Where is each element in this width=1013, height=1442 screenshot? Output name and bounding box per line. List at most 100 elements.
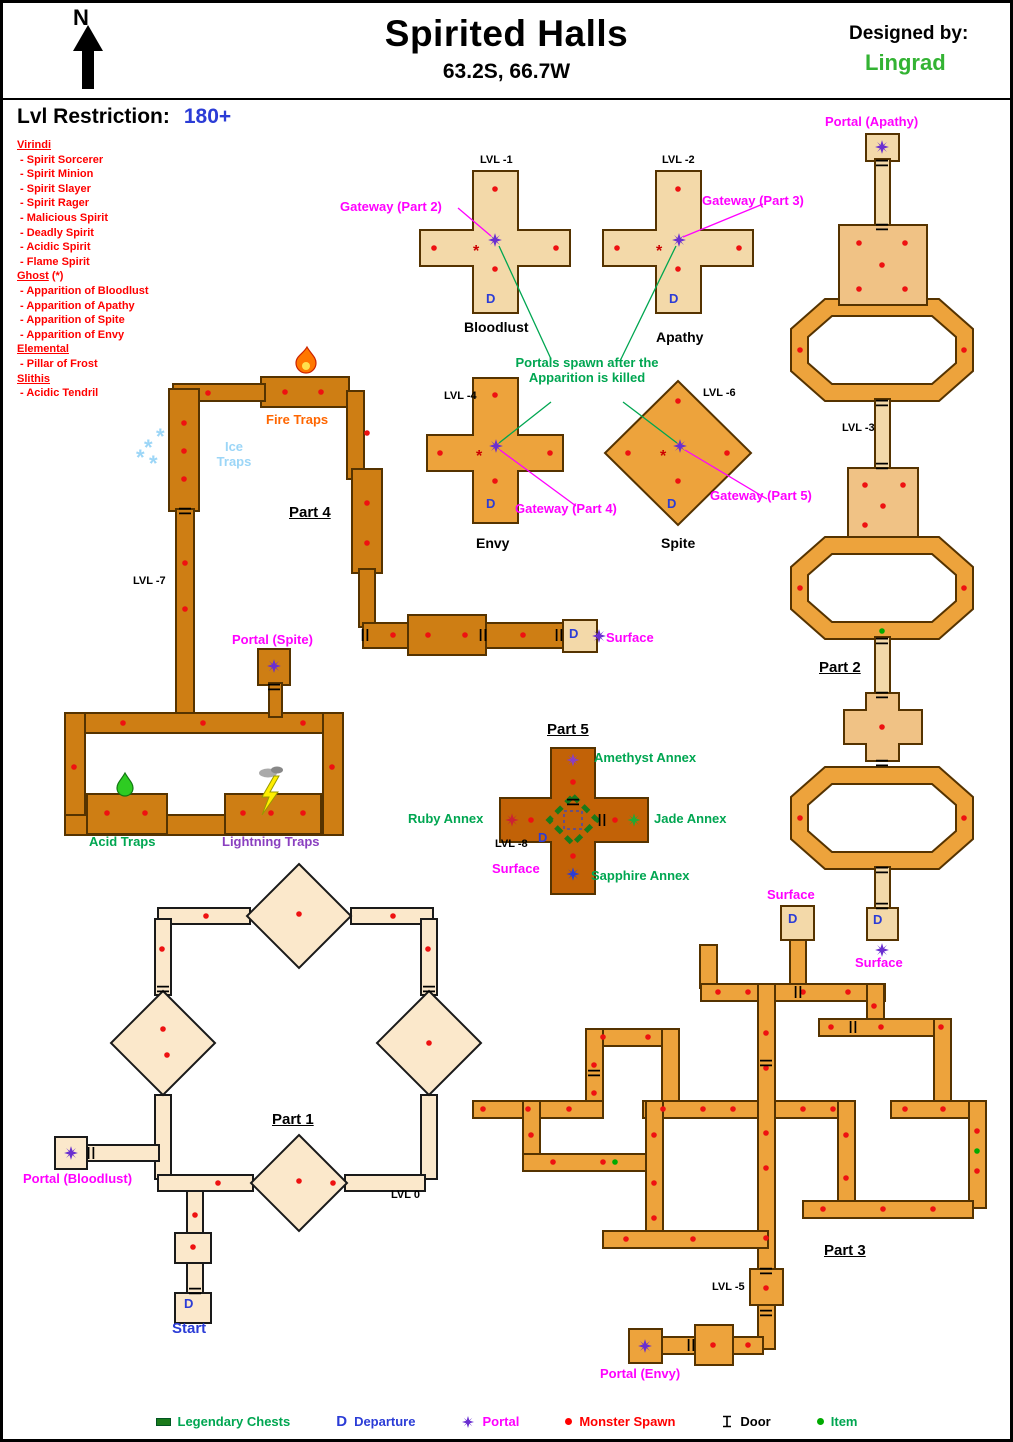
amethyst-annex-label: Amethyst Annex	[594, 750, 697, 765]
svg-text:*: *	[149, 451, 158, 476]
gateway-lines	[457, 203, 768, 507]
lvl-minus3-label: LVL -3	[842, 422, 875, 434]
gateway-part3-label: Gateway (Part 3)	[702, 193, 804, 208]
designed-by-label: Designed by:	[849, 23, 969, 44]
legend-label: Item	[830, 1414, 858, 1429]
surface-part2-label: Surface	[855, 955, 903, 970]
lightning-trap-icon	[259, 766, 283, 816]
lvl-minus7-label: LVL -7	[133, 575, 166, 587]
ruby-annex-label: Ruby Annex	[408, 811, 484, 826]
departure-marker: D	[667, 496, 677, 511]
fire-trap-icon	[295, 345, 317, 374]
item-dots	[612, 628, 980, 1165]
apparition-rooms	[419, 170, 754, 527]
lvl-0-label: LVL 0	[391, 1189, 420, 1201]
part5-label: Part 5	[547, 721, 589, 738]
legend-departure: D Departure	[336, 1413, 415, 1430]
monster-spawn-dots	[71, 186, 980, 1348]
legend-label: Portal	[482, 1414, 520, 1429]
departure-marker: D	[669, 291, 679, 306]
monster-spawn-icon	[565, 1418, 573, 1425]
lvl-minus1-label: LVL -1	[480, 154, 513, 166]
item-icon	[816, 1418, 824, 1425]
ghost-spawn-marker: *	[476, 448, 483, 465]
part3-label: Part 3	[824, 1242, 866, 1259]
room-bloodlust-label: Bloodlust	[464, 319, 529, 335]
ghost-suffix: (*)	[51, 270, 64, 283]
jade-annex-label: Jade Annex	[654, 811, 727, 826]
legend-label: Door	[740, 1414, 771, 1429]
creature-item: Flame Spirit	[17, 255, 212, 270]
legend-label: Legendary Chests	[177, 1414, 291, 1429]
designer-name: Lingrad	[865, 50, 946, 75]
acid-trap-icon	[116, 771, 134, 797]
creature-group-name: Ghost	[17, 270, 49, 283]
gateway-part4-label: Gateway (Part 4)	[515, 501, 617, 516]
part5-map	[499, 747, 649, 895]
legend-door: Door	[721, 1414, 771, 1429]
creature-group: Virindi	[17, 138, 212, 153]
svg-text:*: *	[144, 435, 153, 460]
gateway-part2-label: Gateway (Part 2)	[340, 199, 442, 214]
legend-portal: Portal	[461, 1414, 519, 1429]
svg-text:*: *	[156, 424, 165, 449]
departure-marker: D	[486, 291, 496, 306]
lvl-minus4-label: LVL -4	[444, 390, 477, 402]
departure-marker: D	[873, 912, 883, 927]
creature-item: Malicious Spirit	[17, 211, 212, 226]
creature-item: Spirit Sorcerer	[17, 153, 212, 168]
ghost-spawn-marker: *	[660, 448, 667, 465]
ghost-spawn-marker: *	[473, 243, 480, 260]
portal-envy-label: Portal (Envy)	[600, 1366, 681, 1381]
fire-traps-label: Fire Traps	[266, 412, 329, 427]
creature-item: Apparition of Spite	[17, 313, 212, 328]
legendary-chest-marks	[545, 792, 601, 848]
ghost-spawn-marker: *	[656, 243, 663, 260]
lvl-minus2-label: LVL -2	[662, 154, 695, 166]
level-restriction-value: 180+	[183, 105, 232, 128]
creature-list: Virindi Spirit Sorcerer Spirit Minion Sp…	[17, 138, 212, 401]
part2-label: Part 2	[819, 659, 861, 676]
ice-trap-icons: ****	[136, 424, 165, 476]
portal-bloodlust-label: Portal (Bloodlust)	[23, 1171, 133, 1186]
lvl-minus6-label: LVL -6	[703, 387, 736, 399]
portal-apathy-label: Portal (Apathy)	[825, 114, 919, 129]
creature-item: Acidic Tendril	[17, 386, 212, 401]
part1-map	[54, 862, 483, 1324]
room-spite-label: Spite	[661, 535, 696, 551]
lightning-traps-label: Lightning Traps	[222, 834, 320, 849]
surface-part4-label: Surface	[606, 630, 654, 645]
creature-item: Apparition of Envy	[17, 328, 212, 343]
level-restriction-label: Lvl Restriction:	[17, 105, 170, 128]
ice-traps-label: Ice Traps	[216, 439, 252, 469]
creature-group-name: Virindi	[17, 139, 52, 151]
legend-item: Item	[816, 1414, 858, 1429]
legend: Legendary Chests D Departure Portal Mons…	[3, 1413, 1010, 1430]
part4-label: Part 4	[289, 504, 331, 521]
creature-item: Pillar of Frost	[17, 357, 212, 372]
portal-icon	[462, 1415, 475, 1428]
part2-map	[790, 133, 974, 941]
part1-label: Part 1	[272, 1111, 314, 1128]
creature-group: Elemental	[17, 342, 212, 357]
portal-spite-label: Portal (Spite)	[232, 632, 313, 647]
door-icon	[723, 1415, 732, 1428]
legend-label: Departure	[354, 1414, 416, 1429]
gateway-part5-label: Gateway (Part 5)	[710, 488, 812, 503]
start-label: Start	[172, 1320, 207, 1337]
page-title: Spirited Halls	[384, 13, 629, 54]
part4-map	[64, 376, 598, 836]
departure-marker: D	[486, 496, 496, 511]
acid-traps-label: Acid Traps	[89, 834, 156, 849]
creature-item: Spirit Slayer	[17, 182, 212, 197]
lvl-minus5-label: LVL -5	[712, 1281, 745, 1293]
room-apathy-label: Apathy	[656, 329, 704, 345]
creature-item: Apparition of Bloodlust	[17, 284, 212, 299]
departure-marker: D	[538, 830, 548, 845]
sapphire-annex-label: Sapphire Annex	[591, 868, 690, 883]
legendary-chest-icon	[155, 1417, 171, 1426]
creature-group: Ghost (*)	[17, 269, 212, 284]
creature-item: Deadly Spirit	[17, 226, 212, 241]
creature-item: Spirit Rager	[17, 196, 212, 211]
